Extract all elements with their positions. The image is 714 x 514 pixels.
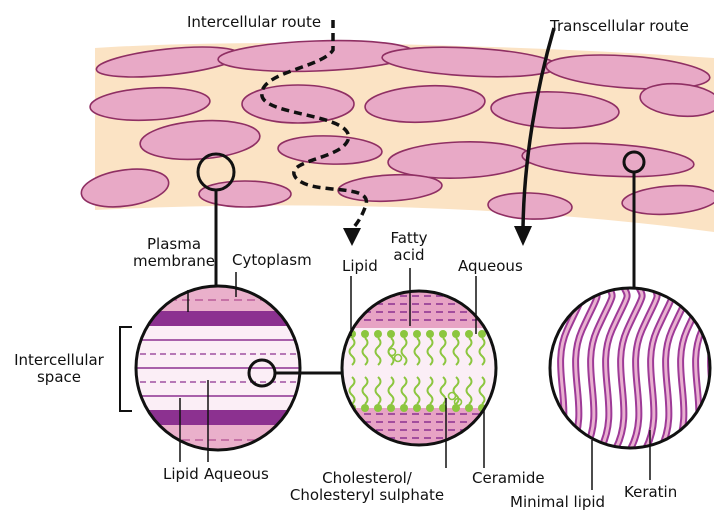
label-intercellular-route: Intercellular route <box>187 14 321 31</box>
lipid-head <box>374 404 382 412</box>
lipid-head <box>400 404 408 412</box>
label-lipid-mid: Lipid <box>342 258 378 275</box>
lipid-head <box>387 330 395 338</box>
lipid-head <box>465 404 473 412</box>
transcellular-route-arrowhead <box>514 226 532 246</box>
lipid-head <box>400 330 408 338</box>
lipid-head <box>426 330 434 338</box>
intercellular-space-bracket <box>120 327 132 411</box>
lipid-head <box>374 330 382 338</box>
detail-circle-intercellular <box>130 280 343 460</box>
lipid-head <box>452 330 460 338</box>
label-aqueous-mid: Aqueous <box>458 258 523 275</box>
lipid-head <box>478 330 486 338</box>
label-cytoplasm: Cytoplasm <box>232 252 312 269</box>
label-ceramide: Ceramide <box>472 470 545 487</box>
detail-circle-keratin <box>540 284 714 452</box>
label-transcellular-route: Transcellular route <box>550 18 689 35</box>
intercellular-route-arrowhead <box>343 228 361 246</box>
corneocyte <box>242 85 354 123</box>
stratum-corneum <box>79 38 714 232</box>
lipid-head <box>413 330 421 338</box>
label-minimal-lipid: Minimal lipid <box>510 494 605 511</box>
lipid-head <box>361 404 369 412</box>
label-lipid-left: Lipid <box>163 466 199 483</box>
lipid-head <box>413 404 421 412</box>
lipid-head <box>439 330 447 338</box>
lipid-head <box>387 404 395 412</box>
label-cholesterol: Cholesterol/Cholesteryl sulphate <box>280 470 454 504</box>
lipid-head <box>426 404 434 412</box>
label-keratin: Keratin <box>624 484 677 501</box>
label-aqueous-left: Aqueous <box>204 466 269 483</box>
lipid-head <box>361 330 369 338</box>
corneocyte <box>199 181 291 207</box>
lipid-head <box>465 330 473 338</box>
